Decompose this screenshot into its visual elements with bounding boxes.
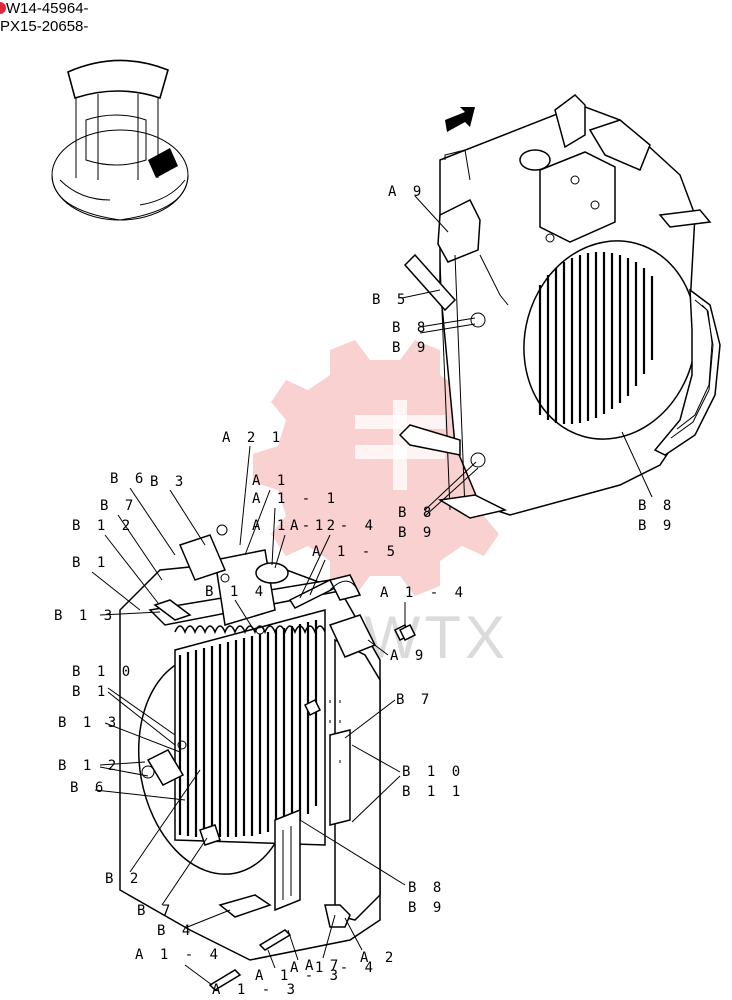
label-B10-right: B 1 0 (402, 764, 464, 780)
label-A1-4-top: A 1 - 4 (290, 518, 377, 534)
label-B12-top: B 1 2 (72, 518, 134, 534)
radiator-top-coil (174, 625, 326, 635)
label-A1-4-right: A 1 - 4 (380, 585, 467, 601)
label-B8-upper: B 8 (392, 320, 429, 336)
fan-shroud-assembly (398, 94, 721, 519)
label-B6-top: B 6 (110, 471, 147, 487)
label-B14: B 1 4 (205, 584, 267, 600)
label-B10-left: B 1 0 (72, 664, 134, 680)
label-B8-mid: B 8 (398, 505, 435, 521)
label-B8-right: B 8 (638, 498, 675, 514)
label-B5: B 5 (372, 292, 409, 308)
label-A1: A 1 (252, 473, 289, 489)
radiator-assembly (119, 524, 417, 991)
label-B7-top: B 7 (100, 498, 137, 514)
label-B4: B 4 (157, 923, 194, 939)
label-B1-left: B 1 (72, 684, 109, 700)
shroud-fins (538, 252, 654, 424)
label-A1-1: A 1 - 1 (252, 491, 339, 507)
label-A1-3-mid: A 1 - 3 (255, 968, 342, 984)
label-B2: B 2 (105, 871, 142, 887)
radiator-fins (178, 620, 318, 837)
label-B12-left: B 1 2 (58, 758, 120, 774)
label-A9-upper: A 9 (388, 184, 425, 200)
label-A1-5: A 1 - 5 (312, 544, 399, 560)
label-A21: A 2 1 (222, 430, 284, 446)
serial-line-1: W14-45964- (0, 0, 89, 18)
serial-line-2: PX15-20658- (0, 18, 89, 35)
badge-icon (0, 2, 6, 14)
label-B13-top: B 1 3 (54, 608, 116, 624)
machine-thumbnail (51, 59, 189, 221)
label-B9-mid: B 9 (398, 525, 435, 541)
label-A1-4-mid: A 1 - 4 (290, 960, 377, 976)
label-B1-top: B 1 (72, 555, 109, 571)
label-A7: A 7 (305, 958, 342, 974)
label-A9-lower: A 9 (390, 648, 427, 664)
label-B6-left: B 6 (70, 780, 107, 796)
label-B9-right: B 9 (638, 518, 675, 534)
label-A1-2: A 1 - 2 (252, 518, 339, 534)
label-B7-right: B 7 (396, 692, 433, 708)
label-A1-4-bottom: A 1 - 4 (135, 947, 222, 963)
label-A1-3-bottom: A 1 - 3 (212, 982, 299, 998)
label-B8-lower: B 8 (408, 880, 445, 896)
label-B11: B 1 1 (402, 784, 464, 800)
label-B9-lower: B 9 (408, 900, 445, 916)
label-B7-lower: B 7 (137, 903, 174, 919)
label-B9-upper: B 9 (392, 340, 429, 356)
label-B13-left: B 1 3 (58, 715, 120, 731)
label-A2: A 2 (360, 950, 397, 966)
label-B3: B 3 (150, 474, 187, 490)
